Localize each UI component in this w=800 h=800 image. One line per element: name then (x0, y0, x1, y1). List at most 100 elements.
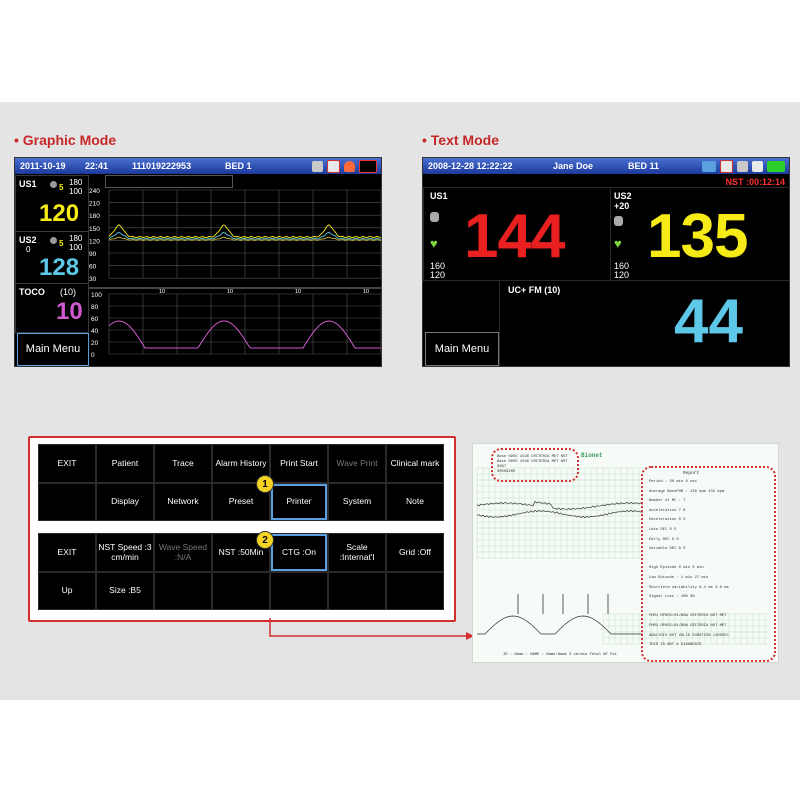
ctg-printout: Base 0955 1536 CRITERIA MET NST Base 095… (472, 443, 779, 663)
menu-item (387, 572, 443, 609)
battery-icon (359, 159, 377, 173)
us1-value: 144 (464, 202, 565, 271)
menu-item (329, 572, 385, 609)
us1-alarm-low: 100 (69, 187, 83, 196)
patient-name-label: Jane Doe (553, 161, 594, 171)
us2-alarm-high: 180 (69, 234, 83, 243)
uc-mark: 10 (363, 289, 369, 295)
us2-value: 128 (39, 254, 80, 281)
alarm-bell-icon[interactable] (344, 160, 355, 172)
printer-icon (312, 160, 323, 172)
uc-label: UC+ FM (10) (508, 285, 561, 295)
uc-mark: 10 (227, 289, 233, 295)
us2-volume: 5 (59, 239, 64, 248)
menu-item[interactable]: Patient (97, 445, 153, 482)
header-highlight (491, 448, 579, 482)
report-line: Low Episode : 1 min 27 min (649, 576, 709, 580)
us1-panel: US1 ♥ 160 120 144 (423, 187, 611, 281)
fhr-trace-us1 (108, 224, 381, 239)
report-line: Average BaseFHR : 138 bpm 433 bpm (649, 489, 725, 494)
report-line: FHR2 DP955/01/BGW CRITERIA NOT MET (649, 624, 727, 628)
us2-offset: 0 (26, 245, 31, 254)
us2-value: 135 (647, 202, 748, 271)
uc-axis-label: 100 (91, 292, 102, 299)
uc-mark: 10 (159, 289, 165, 295)
report-title: Report (683, 471, 700, 476)
printout-fhr1-trace (476, 500, 644, 511)
uc-axis-label: 40 (91, 328, 99, 335)
speaker-icon (50, 237, 57, 244)
status-bar: 2011-10-19 22:41 111019222953 BED 1 (15, 158, 381, 174)
menu-item[interactable]: Wave Print (329, 445, 385, 482)
menu-item[interactable]: Note (387, 483, 443, 520)
menu-item[interactable]: Print Start (271, 445, 327, 482)
menu-item[interactable]: Size :B5 (97, 572, 153, 609)
uc-mark: 10 (295, 289, 301, 295)
report-line: Early DEC 0 0 (649, 537, 679, 542)
report-line: THIS IS NOT A DIAGNOSIS (649, 643, 702, 648)
menu-item[interactable]: Network (155, 483, 211, 520)
menu-item[interactable]: Grid :Off (387, 534, 443, 571)
uc-trace (108, 320, 381, 349)
graphic-mode-monitor: 2011-10-19 22:41 111019222953 BED 1 US1 … (14, 157, 382, 367)
us1-label: US1 (430, 191, 448, 201)
nurse-call-icon (752, 160, 763, 172)
menu-item (213, 572, 269, 609)
bed-label: BED 11 (628, 161, 660, 171)
fhr-axis-label: 240 (89, 188, 100, 195)
menu-item[interactable]: Wave Speed :N/A (155, 534, 211, 571)
us2-label: US2 (614, 191, 632, 201)
report-line: High Episode 0 min 0 min (649, 566, 704, 571)
report-line: Variable DEC 0 0 (649, 547, 686, 552)
printout-header-line: Base 0955 1536 CRITERIA MET NST (497, 460, 568, 464)
menu-item[interactable]: CTG :On (271, 534, 327, 571)
printout-fhr2-trace (476, 509, 643, 519)
speaker-icon (614, 216, 623, 226)
main-menu-button[interactable]: Main Menu (17, 333, 89, 366)
us2-alarm-high: 160 (614, 261, 630, 271)
nst-timer: NST :00:12:14 (725, 177, 785, 187)
fhr-axis-label: 210 (89, 201, 100, 208)
text-mode-monitor: 2008-12-28 12:22:22 Jane Doe BED 11 NST … (422, 157, 790, 367)
printout-header-line: 0087 (497, 465, 507, 469)
uc-axis-label: 60 (91, 316, 99, 323)
menu-item[interactable]: Trace (155, 445, 211, 482)
toco-panel: TOCO (10) 10 (15, 283, 89, 333)
network-icon (720, 159, 733, 173)
printout-logo: Bionet (581, 452, 603, 459)
status-bar: 2008-12-28 12:22:22 Jane Doe BED 11 (423, 158, 789, 174)
printout-uc-trace (477, 615, 643, 635)
fhr-axis-label: 150 (89, 226, 100, 233)
us2-label: US2 (19, 235, 37, 245)
fhr-trace-us3 (108, 236, 381, 241)
menu-item[interactable]: Display (97, 483, 153, 520)
menu-item[interactable]: System (329, 483, 385, 520)
menu-item[interactable]: Printer (271, 483, 327, 520)
menu-item[interactable]: Scale :Internat'l (329, 534, 385, 571)
menu-item[interactable]: EXIT (39, 445, 95, 482)
graphic-mode-title: Graphic Mode (14, 132, 116, 148)
report-line: Period : 30 min 0 sec (649, 480, 697, 484)
main-menu-button[interactable]: Main Menu (425, 332, 499, 366)
text-mode-title: Text Mode (422, 132, 499, 148)
us1-label: US1 (19, 179, 37, 189)
speaker-icon (430, 212, 439, 222)
report-highlight (641, 466, 776, 662)
printer-icon (737, 160, 748, 172)
menu-item[interactable]: Up (39, 572, 95, 609)
us1-value: 120 (39, 200, 80, 227)
printout-header-line: 00009200 (497, 470, 516, 474)
bed-label: BED 1 (225, 161, 252, 171)
uc-value: 44 (674, 287, 743, 356)
uc-axis-label: 80 (91, 304, 99, 311)
printout-footer: ID : Name : NAME : Name:Name 3 cm/min Fe… (503, 653, 617, 657)
menu-item (271, 572, 327, 609)
menu-item[interactable]: NST Speed :3 cm/min (97, 534, 153, 571)
menu-item[interactable]: Clinical mark (387, 445, 443, 482)
fhr-axis-label: 180 (89, 213, 100, 220)
menu-item[interactable]: EXIT (39, 534, 95, 571)
us2-alarm-low: 120 (614, 270, 630, 280)
